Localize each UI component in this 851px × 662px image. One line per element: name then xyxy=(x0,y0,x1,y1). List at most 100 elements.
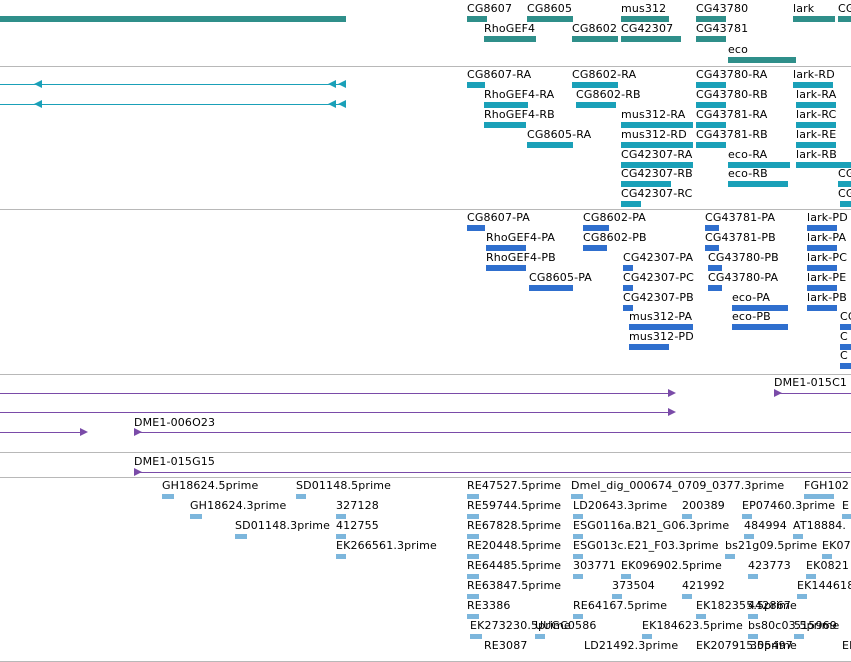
protein-bar[interactable] xyxy=(807,285,837,291)
est-label[interactable]: RE20448.5prime xyxy=(467,539,562,552)
protein-label[interactable]: lark-PB xyxy=(807,291,847,304)
est-label[interactable]: EK182355.5prime xyxy=(696,599,797,612)
protein-label[interactable]: CG8605-PA xyxy=(529,271,592,284)
est-label[interactable]: EK273230.5prime xyxy=(470,619,571,632)
est-bar[interactable] xyxy=(573,554,583,559)
est-label[interactable]: bs21g09.5prime xyxy=(725,539,818,552)
est-bar[interactable] xyxy=(612,594,622,599)
est-bar[interactable] xyxy=(467,554,479,559)
transcript-bar[interactable] xyxy=(621,181,671,187)
est-label[interactable]: EK266561.3prime xyxy=(336,539,437,552)
est-bar[interactable] xyxy=(748,574,758,579)
est-bar[interactable] xyxy=(190,514,202,519)
transcript-label[interactable]: mus312-RA xyxy=(621,108,686,121)
protein-bar[interactable] xyxy=(840,344,851,350)
transcript-line-1[interactable] xyxy=(0,84,346,85)
protein-bar[interactable] xyxy=(840,324,851,330)
transcript-bar[interactable] xyxy=(728,162,790,168)
transcript-line-2[interactable] xyxy=(0,104,346,105)
est-bar[interactable] xyxy=(467,534,479,539)
protein-label[interactable]: CG42307-PB xyxy=(623,291,694,304)
est-label[interactable]: RE47527.5prime xyxy=(467,479,562,492)
est-label[interactable]: 421992 xyxy=(682,579,725,592)
est-label[interactable]: SD01148.5prime xyxy=(296,479,392,492)
protein-label[interactable]: lark-PC xyxy=(807,251,848,264)
gene-bar-cg-edge[interactable] xyxy=(838,16,851,22)
est-label[interactable]: 327128 xyxy=(336,499,379,512)
est-label[interactable]: SD01148.3prime xyxy=(235,519,331,532)
protein-bar[interactable] xyxy=(807,305,837,311)
gene-bar-cg8605[interactable] xyxy=(527,16,573,22)
est-label[interactable]: 305497 xyxy=(750,639,793,652)
protein-bar[interactable] xyxy=(708,265,722,271)
protein-label[interactable]: CG43780-PB xyxy=(708,251,779,264)
est-label[interactable]: 373504 xyxy=(612,579,655,592)
transcript-bar[interactable] xyxy=(621,142,693,148)
est-bar[interactable] xyxy=(573,514,583,519)
protein-label[interactable]: eco-PB xyxy=(732,310,771,323)
est-bar[interactable] xyxy=(467,614,479,619)
protein-label[interactable]: CG8602-PA xyxy=(583,211,646,224)
rnai-line[interactable] xyxy=(0,393,670,394)
protein-label[interactable]: CG8602-PB xyxy=(583,231,647,244)
est-bar[interactable] xyxy=(573,574,583,579)
transcript-label[interactable]: CG xyxy=(838,167,851,180)
est-label[interactable]: RE3386 xyxy=(467,599,511,612)
transcript-bar[interactable] xyxy=(572,82,618,88)
protein-label[interactable]: CG xyxy=(840,310,851,323)
transcript-bar[interactable] xyxy=(838,181,851,187)
protein-bar[interactable] xyxy=(840,363,851,369)
protein-bar[interactable] xyxy=(807,225,837,231)
protein-bar[interactable] xyxy=(807,265,837,271)
est-bar[interactable] xyxy=(573,614,583,619)
est-label[interactable]: EK0821 xyxy=(806,559,850,572)
est-label[interactable]: RE67828.5prime xyxy=(467,519,562,532)
protein-bar[interactable] xyxy=(529,285,573,291)
transcript-label[interactable]: lark-RE xyxy=(796,128,837,141)
rnai-line[interactable] xyxy=(778,393,851,394)
transcript-label[interactable]: CG8605-RA xyxy=(527,128,592,141)
est-bar[interactable] xyxy=(467,494,479,499)
est-label[interactable]: 200389 xyxy=(682,499,725,512)
transcript-label[interactable]: RhoGEF4-RB xyxy=(484,108,555,121)
gene-bar-lark[interactable] xyxy=(793,16,835,22)
est-label[interactable]: 412755 xyxy=(336,519,379,532)
est-bar[interactable] xyxy=(467,594,479,599)
transcript-label[interactable]: CG43780-RB xyxy=(696,88,768,101)
gene-label-lark[interactable]: lark xyxy=(793,2,815,15)
est-label[interactable]: EK096902.5prime xyxy=(621,559,722,572)
est-label[interactable]: EP04924.3prime xyxy=(842,639,851,652)
gene-label-cg8605[interactable]: CG8605 xyxy=(527,2,573,15)
transcript-bar[interactable] xyxy=(696,102,726,108)
est-bar[interactable] xyxy=(535,634,545,639)
est-label[interactable]: EP07460.3prime xyxy=(742,499,836,512)
protein-label[interactable]: CG42307-PC xyxy=(623,271,694,284)
transcript-label[interactable]: CG8602-RB xyxy=(576,88,641,101)
est-bar[interactable] xyxy=(806,574,816,579)
transcript-label[interactable]: CG42307-RA xyxy=(621,148,693,161)
transcript-bar[interactable] xyxy=(796,142,836,148)
transcript-bar[interactable] xyxy=(621,122,693,128)
est-label[interactable]: RE59744.5prime xyxy=(467,499,562,512)
transcript-bar[interactable] xyxy=(834,162,851,168)
transcript-label[interactable]: CG xyxy=(838,187,851,200)
est-bar[interactable] xyxy=(797,594,807,599)
transcript-label[interactable]: lark-RC xyxy=(796,108,837,121)
transcript-label[interactable]: eco-RB xyxy=(728,167,768,180)
est-bar[interactable] xyxy=(748,614,758,619)
est-bar[interactable] xyxy=(336,514,346,519)
est-label[interactable]: RE63847.5prime xyxy=(467,579,562,592)
protein-bar[interactable] xyxy=(629,324,693,330)
transcript-bar[interactable] xyxy=(796,122,836,128)
est-bar[interactable] xyxy=(621,574,631,579)
est-label[interactable]: EK184623.5prime xyxy=(642,619,743,632)
est-label[interactable]: LD21492.3prime xyxy=(584,639,679,652)
protein-label[interactable]: C xyxy=(840,330,848,343)
transcript-label[interactable]: CG42307-RC xyxy=(621,187,693,200)
est-bar[interactable] xyxy=(162,494,174,499)
est-bar[interactable] xyxy=(696,614,706,619)
est-bar[interactable] xyxy=(573,534,583,539)
protein-label[interactable]: mus312-PA xyxy=(629,310,693,323)
rnai-label-bottom[interactable]: DME1-015G15 xyxy=(134,455,216,468)
